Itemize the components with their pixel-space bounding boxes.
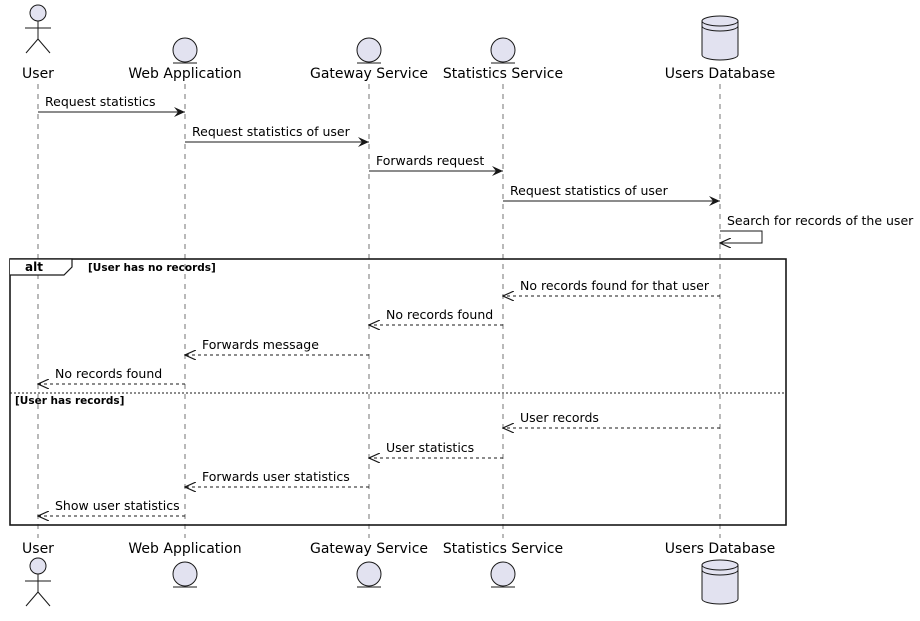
actor-head — [29, 4, 47, 22]
participant-name-bottom-stats: Statistics Service — [443, 541, 563, 557]
message-b1-2: Forwards user statistics — [185, 469, 369, 487]
message-b1-0: User records — [503, 410, 720, 428]
database-icon — [701, 559, 739, 605]
database-top — [701, 15, 739, 27]
message-0: Request statistics — [38, 94, 185, 117]
database-rim — [701, 25, 739, 32]
entity-circle — [356, 561, 382, 587]
message-2: Forwards request — [369, 153, 503, 176]
message-label: Forwards user statistics — [202, 469, 350, 484]
message-label: User records — [520, 410, 599, 425]
alt-keyword: alt — [25, 260, 43, 274]
message-b0-1: No records found — [369, 307, 503, 325]
entity-circle — [172, 561, 198, 587]
actor-head — [29, 557, 47, 575]
message-label: Forwards request — [376, 153, 484, 168]
message-label: Request statistics — [45, 94, 155, 109]
message-label: Forwards message — [202, 337, 319, 352]
database-icon — [701, 15, 739, 61]
message-label: Search for records of the user — [727, 213, 914, 228]
message-label: Request statistics of user — [510, 183, 669, 198]
message-b0-0: No records found for that user — [503, 278, 720, 296]
message-arrow — [720, 230, 763, 243]
participant-name-top-db: Users Database — [665, 66, 775, 82]
message-3: Request statistics of user — [503, 183, 720, 206]
alt-frame: alt [User has no records] [User has record… — [9, 258, 787, 526]
participant-name-top-user: User — [22, 66, 54, 82]
alt-keyword-tab — [10, 258, 73, 276]
entity-circle — [356, 37, 382, 63]
entity-icon — [172, 561, 198, 588]
message-label: User statistics — [386, 440, 474, 455]
alt-frame-border — [9, 258, 787, 526]
participant-name-bottom-user: User — [22, 541, 54, 557]
message-label: No records found — [386, 307, 493, 322]
entity-icon — [356, 37, 382, 64]
actor-icon — [25, 4, 51, 54]
participant-name-top-web: Web Application — [128, 66, 241, 82]
database-rim — [701, 569, 739, 576]
database-body — [701, 564, 739, 605]
entity-circle — [172, 37, 198, 63]
entity-icon — [172, 37, 198, 64]
message-label: Request statistics of user — [192, 124, 351, 139]
participant-name-bottom-gateway: Gateway Service — [310, 541, 428, 557]
message-b0-3: No records found — [38, 366, 185, 384]
alt-guard-1: [User has no records] — [88, 262, 216, 274]
participant-name-top-stats: Statistics Service — [443, 66, 563, 82]
message-label: No records found — [55, 366, 162, 381]
participant-name-bottom-web: Web Application — [128, 541, 241, 557]
entity-icon — [490, 37, 516, 64]
actor-leg-left — [25, 38, 39, 54]
actor-icon — [25, 557, 51, 607]
entity-circle — [490, 37, 516, 63]
actor-leg-left — [25, 591, 39, 607]
database-body — [701, 20, 739, 61]
actor-leg-right — [37, 591, 51, 607]
message-label: No records found for that user — [520, 278, 710, 293]
entity-circle — [490, 561, 516, 587]
participant-name-top-gateway: Gateway Service — [310, 66, 428, 82]
alt-guard-2: [User has records] — [15, 395, 124, 407]
database-top — [701, 559, 739, 571]
actor-leg-right — [37, 38, 51, 54]
message-1: Request statistics of user — [185, 124, 369, 147]
participant-name-bottom-db: Users Database — [665, 541, 775, 557]
entity-icon — [490, 561, 516, 588]
message-4: Search for records of the user — [720, 213, 914, 243]
entity-icon — [356, 561, 382, 588]
message-b1-3: Show user statistics — [38, 498, 185, 516]
message-label: Show user statistics — [55, 498, 180, 513]
message-b0-2: Forwards message — [185, 337, 369, 355]
message-b1-1: User statistics — [369, 440, 503, 458]
